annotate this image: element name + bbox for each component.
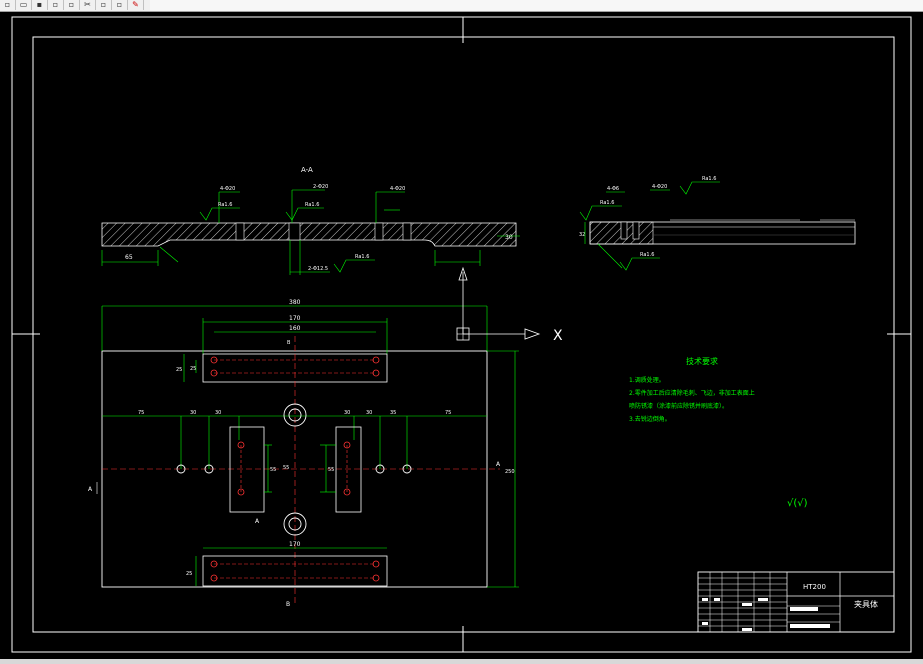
tech-line-2: 2.零件加工后应清除毛刺、飞边，非加工表面上 — [629, 389, 755, 397]
ucs-icon: X — [456, 266, 563, 344]
dim-row-2: 30 — [190, 410, 196, 416]
plan-view: 380 170 160 25 25 B 75 30 30 30 30 35 75 — [88, 299, 519, 608]
dim-bottom-left: 65 — [125, 254, 133, 261]
dim-slot-1: 55 — [270, 467, 276, 473]
roughness-2: Ra1.6 — [305, 202, 319, 208]
print-icon[interactable]: ▫ — [48, 0, 64, 10]
outer-frame — [11, 16, 912, 653]
dim-total-width: 380 — [289, 299, 301, 306]
dim-b-top: B — [287, 340, 291, 346]
dim-slot-3: 55 — [283, 465, 289, 471]
drawing-canvas[interactable]: A-A 65 30 4-Φ20 Ra1.6 2-Φ20 Ra1.6 4-Φ20 — [0, 11, 923, 659]
dim-bottom-left-small: 25 — [186, 571, 192, 577]
dim-170-bottom: 170 — [289, 541, 301, 548]
dim-a-right: A — [496, 461, 501, 468]
dim-row-1: 75 — [138, 410, 144, 416]
tech-line-1: 1.调质处理。 — [629, 376, 665, 384]
dim-170-top: 170 — [289, 315, 301, 322]
dim-a-left: A — [88, 486, 93, 493]
dim-160: 160 — [289, 325, 301, 332]
dim-row-6: 35 — [390, 410, 396, 416]
label-4-phi20-a: 4-Φ20 — [220, 186, 235, 192]
dim-left-small-2: 25 — [190, 366, 196, 372]
title-block: HT200 夹具体 — [697, 571, 895, 633]
paste-icon[interactable]: ▫ — [112, 0, 128, 10]
dim-row-4: 30 — [344, 410, 350, 416]
open-file-icon[interactable]: ▭ — [16, 0, 32, 10]
title-name: 夹具体 — [854, 599, 878, 609]
roughness-1: Ra1.6 — [218, 202, 232, 208]
title-material: HT200 — [803, 583, 826, 591]
new-file-icon[interactable]: ▫ — [0, 0, 16, 10]
match-properties-icon[interactable]: ✎ — [128, 0, 144, 10]
dim-row-7: 75 — [445, 410, 451, 416]
label-2-phi20: 2-Φ20 — [313, 184, 328, 190]
side-label-1: 4-Φ6 — [607, 186, 619, 192]
preview-icon[interactable]: ▫ — [64, 0, 80, 10]
tech-requirements: 技术要求 1.调质处理。 2.零件加工后应清除毛刺、飞边，非加工表面上 喷防锈漆… — [629, 356, 808, 509]
copy-icon[interactable]: ▫ — [96, 0, 112, 10]
dim-right-height: 250 — [505, 469, 515, 475]
save-icon[interactable]: ▪ — [32, 0, 48, 10]
section-label: A-A — [301, 166, 313, 174]
tech-line-3: 喷防锈漆（涂漆前应除锈并刷底漆）。 — [629, 402, 728, 410]
dim-row-3: 30 — [215, 410, 221, 416]
dim-a-mid: A — [255, 518, 260, 525]
cut-icon[interactable]: ✂ — [80, 0, 96, 10]
tech-title: 技术要求 — [686, 356, 718, 366]
section-view-a-a: A-A 65 30 4-Φ20 Ra1.6 2-Φ20 Ra1.6 4-Φ20 — [101, 166, 520, 275]
dim-row-5: 30 — [366, 410, 372, 416]
roughness-3: Ra1.6 — [355, 254, 369, 260]
side-label-3: Ra1.6 — [702, 176, 716, 182]
inner-frame — [32, 36, 895, 633]
side-label-5: Ra1.6 — [640, 252, 654, 258]
dim-left-small-1: 25 — [176, 367, 182, 373]
side-label-4: Ra1.6 — [600, 200, 614, 206]
ucs-x-label: X — [553, 328, 563, 344]
roughness-general: √(√) — [787, 498, 808, 509]
dim-bottom-mid: 2-Φ12.5 — [308, 266, 328, 272]
dim-slot-2: 55 — [328, 467, 334, 473]
bottom-scrollbar[interactable] — [0, 659, 923, 664]
side-label-2: 4-Φ20 — [652, 184, 667, 190]
tech-line-4: 3.去锐边倒角。 — [629, 415, 671, 423]
cad-toolbar: ▫ ▭ ▪ ▫ ▫ ✂ ▫ ▫ ✎ — [0, 0, 923, 12]
side-dim: 32 — [579, 232, 585, 238]
side-view: 32 4-Φ6 4-Φ20 Ra1.6 Ra1.6 Ra1.6 — [579, 176, 856, 271]
toolbar-empty-area — [150, 0, 923, 11]
dim-b-bottom: B — [286, 601, 290, 608]
dim-plate-height: 30 — [505, 234, 513, 241]
label-4-phi20-b: 4-Φ20 — [390, 186, 405, 192]
